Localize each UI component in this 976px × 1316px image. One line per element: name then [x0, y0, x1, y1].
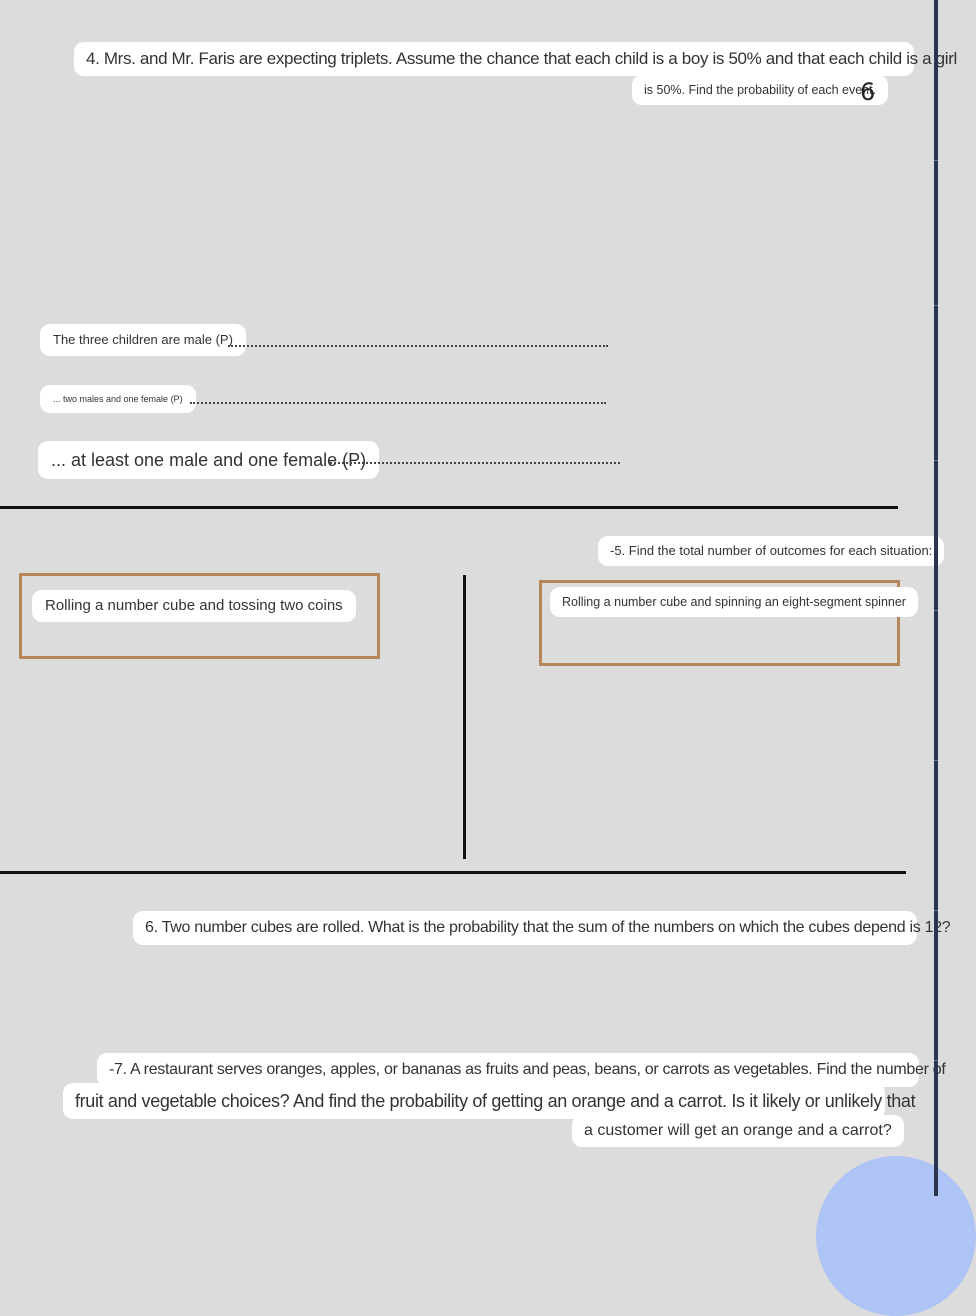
answer-line-3[interactable] [330, 462, 620, 464]
q4-line2: is 50%. Find the probability of each eve… [632, 75, 889, 105]
edge-tick [934, 760, 938, 761]
answer-line-2[interactable] [190, 402, 606, 404]
edge-tick [934, 910, 938, 911]
q7-line2: fruit and vegetable choices? And find th… [63, 1083, 916, 1119]
q4-item-1: The three children are male (P) [40, 324, 246, 356]
edge-tick [934, 305, 938, 306]
q6-text: 6. Two number cubes are rolled. What is … [133, 911, 951, 945]
edge-tick [934, 610, 938, 611]
q4-line1: 4. Mrs. and Mr. Faris are expecting trip… [74, 42, 957, 76]
q4-item-2: ... two males and one female (P) [40, 385, 196, 413]
floating-action-circle[interactable] [816, 1156, 976, 1316]
edge-tick [934, 160, 938, 161]
q5-left-situation: Rolling a number cube and tossing two co… [32, 590, 356, 622]
q7-line3: a customer will get an orange and a carr… [572, 1115, 904, 1147]
edge-tick [934, 1060, 938, 1061]
pen-stroke-icon: 6 [860, 78, 876, 106]
q5-right-situation: Rolling a number cube and spinning an ei… [550, 587, 918, 617]
q7-line1: -7. A restaurant serves oranges, apples,… [97, 1053, 946, 1087]
right-edge-bar [934, 0, 938, 1196]
q5-right-answer-box[interactable] [539, 580, 900, 666]
column-divider [463, 575, 466, 859]
q5-left-answer-box[interactable] [19, 573, 380, 659]
section-divider-1 [0, 506, 898, 509]
section-divider-2 [0, 871, 906, 874]
answer-line-1[interactable] [228, 345, 608, 347]
q4-item-3: ... at least one male and one female (P) [38, 441, 380, 479]
q5-prompt: -5. Find the total number of outcomes fo… [598, 536, 945, 566]
edge-tick [934, 460, 938, 461]
